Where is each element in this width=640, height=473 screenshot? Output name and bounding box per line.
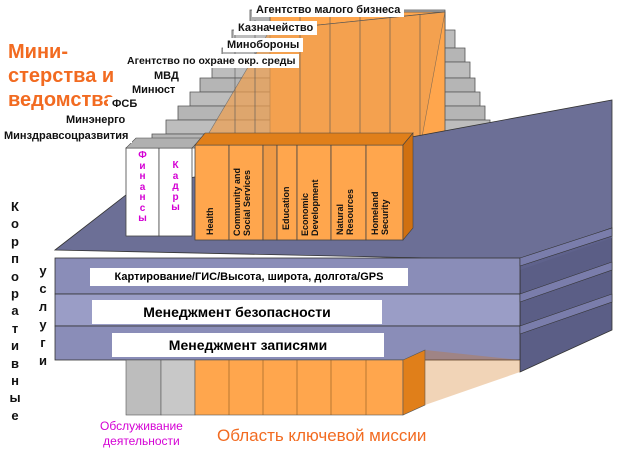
core-mission-label: Область ключевой миссии [217, 426, 427, 445]
column-bottoms [125, 349, 520, 416]
letter: у [39, 317, 47, 332]
mission-column-label: Community and Social Services [232, 167, 252, 236]
mission-column-label: Economic Development [300, 179, 320, 236]
agency-label: ФСБ [108, 97, 142, 111]
agency-label: Агентство по охране окр. среды [123, 54, 300, 68]
letter: н [11, 373, 19, 389]
letter: р [172, 191, 179, 203]
agency-label: Минюст [128, 83, 180, 97]
letter: ы [9, 390, 21, 406]
corporate-services-word1: К о р п о р а т и в н ы е [6, 198, 24, 424]
letter: п [11, 251, 19, 267]
letter: р [11, 286, 19, 302]
ministries-title-line: Мини- [8, 41, 68, 63]
letter: н [139, 171, 146, 182]
letter: р [11, 233, 19, 249]
letter: л [38, 299, 48, 314]
letter: и [139, 160, 146, 172]
mission-column-label: Homeland Security [370, 191, 390, 235]
letter: г [40, 335, 46, 350]
letter: ы [171, 202, 180, 213]
service-band-gis: Картирование/ГИС/Высота, широта, долгота… [90, 268, 408, 286]
letter: а [139, 181, 146, 193]
letter: К [172, 160, 179, 171]
mission-column-label: Health [205, 207, 215, 235]
letter: н [139, 192, 146, 203]
service-band-records: Менеджмент записями [112, 333, 384, 357]
ministries-title-line: ведомства [8, 89, 115, 111]
activity-support-line: деятельности [103, 434, 180, 448]
mission-column-label: Natural Resources [335, 188, 355, 235]
letter: К [11, 199, 19, 214]
front-columns [125, 132, 414, 241]
letter: т [11, 320, 19, 336]
agency-layers [151, 9, 496, 150]
agency-label: МВД [150, 69, 183, 83]
letter: и [39, 353, 47, 368]
letter: д [172, 181, 179, 192]
letter: Ф [138, 150, 147, 161]
activity-support-label: Обслуживание деятельности [100, 419, 183, 449]
letter: у [39, 263, 47, 278]
letter: а [11, 303, 19, 319]
letter: с [39, 281, 47, 296]
support-column-hr: К а д р ы [159, 160, 192, 214]
letter: ы [138, 213, 147, 224]
activity-support-line: Обслуживание [100, 419, 183, 433]
letter: е [11, 407, 19, 423]
letter: в [11, 355, 19, 371]
letter: о [11, 268, 19, 284]
mission-column-label: Education [281, 186, 291, 230]
service-band-faces [54, 227, 613, 361]
letter: а [172, 170, 179, 182]
agency-label: Минобороны [223, 38, 304, 52]
ministries-title: Мини- стерства и ведомства [8, 40, 114, 112]
letter: с [139, 202, 146, 214]
letter: и [11, 338, 19, 354]
corporate-services-word2: у с л у г и [34, 262, 52, 370]
agency-label: Казначейство [234, 21, 318, 35]
agency-label: Минэнерго [62, 113, 130, 127]
letter: о [11, 216, 19, 232]
agency-label: Агентство малого бизнеса [252, 3, 405, 17]
ministries-title-line: стерства и [8, 65, 115, 87]
service-band-security: Менеджмент безопасности [92, 300, 382, 324]
agency-label: Минздравсоцразвития [0, 129, 133, 143]
support-column-finance: Ф и н а н с ы [126, 150, 159, 225]
